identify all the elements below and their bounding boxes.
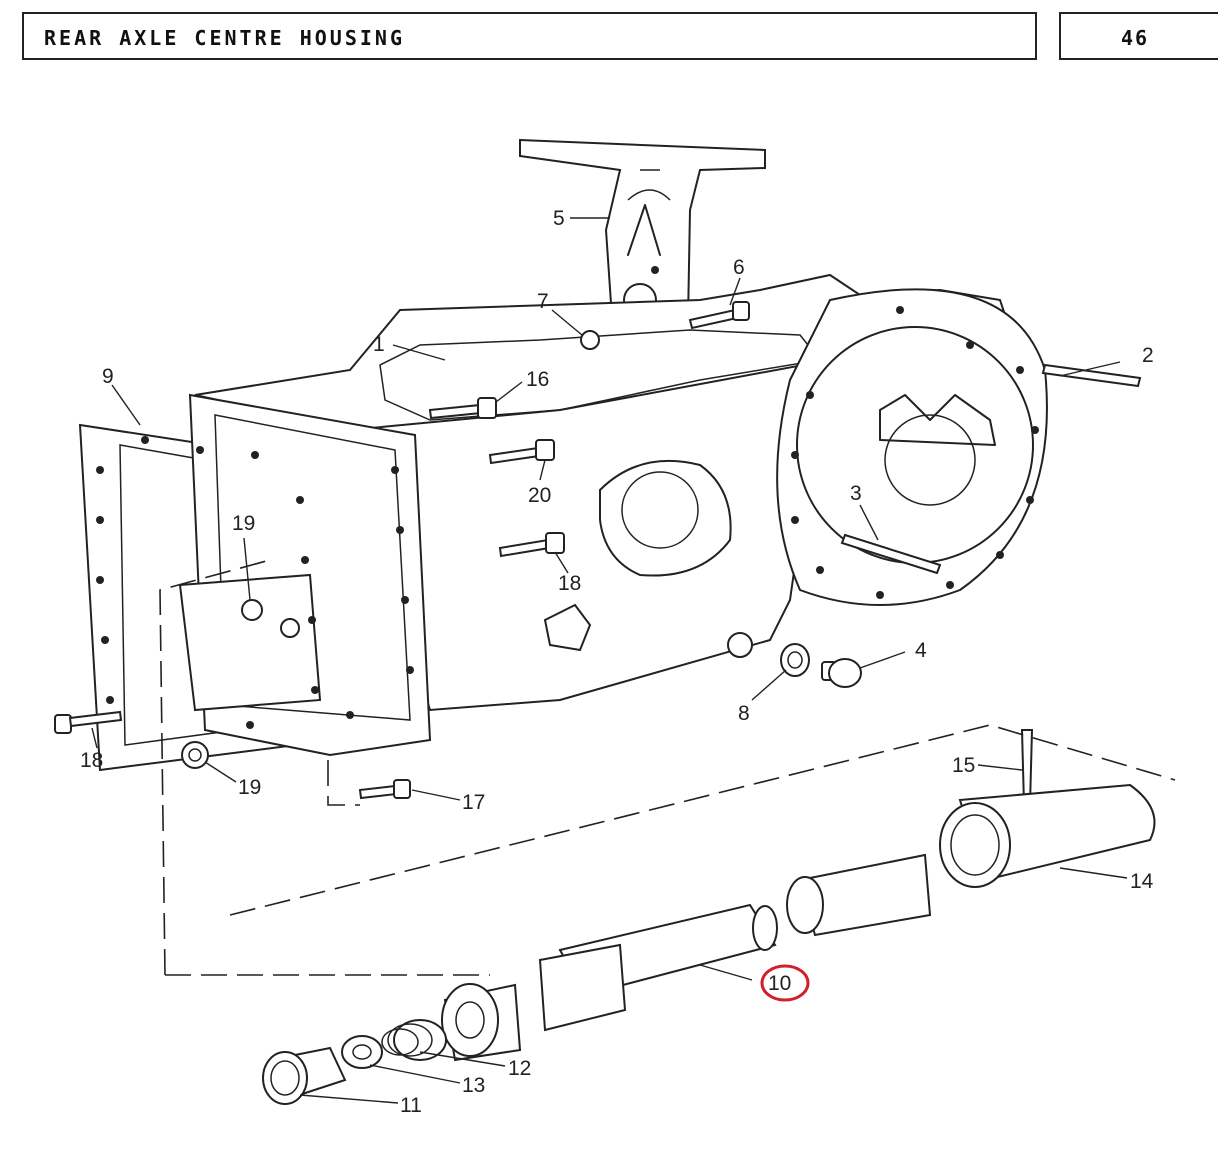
callout-labels: 1 2 3 4 5 6 7 8 9 10 11 12 13 14 15 16 1… [80,207,1154,1117]
page-number: 46 [1121,26,1150,50]
callout-16[interactable]: 16 [526,368,549,391]
part-bolt-16[interactable] [428,397,497,420]
part-stud-2[interactable] [1041,363,1142,388]
part-nut-19-lower[interactable] [181,741,209,769]
callout-8[interactable]: 8 [738,702,750,725]
part-bolt-20[interactable] [488,439,555,465]
part-housing[interactable] [194,273,1048,712]
part-gear-shaft-upper[interactable] [786,853,932,937]
callout-18-right[interactable]: 18 [558,572,581,595]
part-stud-3[interactable] [840,533,942,575]
part-spring-12[interactable] [381,1019,447,1061]
callout-2[interactable]: 2 [1142,344,1154,367]
callout-4[interactable]: 4 [915,639,927,662]
assembly-dashed-lines [159,559,1176,976]
callout-12[interactable]: 12 [508,1057,531,1080]
gasket-holes [96,306,1039,729]
callout-3[interactable]: 3 [850,482,862,505]
part-bolt-6[interactable] [688,301,750,330]
part-inner-plate[interactable] [178,573,322,712]
callout-5[interactable]: 5 [553,207,565,230]
part-bolt-17[interactable] [358,779,411,800]
page-title: REAR AXLE CENTRE HOUSING [44,26,405,50]
callout-6[interactable]: 6 [733,256,745,279]
callout-18-left[interactable]: 18 [80,749,103,772]
callout-7[interactable]: 7 [537,290,549,313]
callout-19-upper[interactable]: 19 [232,512,255,535]
callout-20[interactable]: 20 [528,484,551,507]
part-bearing-11[interactable] [262,1046,347,1105]
part-plug-4[interactable] [821,658,862,688]
part-bolt-18-left[interactable] [54,710,123,734]
part-bolt-18-right[interactable] [498,532,565,558]
page-number-box: 46 [1059,12,1218,60]
callout-14[interactable]: 14 [1130,870,1154,893]
callout-17[interactable]: 17 [462,791,485,814]
callout-15[interactable]: 15 [952,754,975,777]
title-box: REAR AXLE CENTRE HOUSING [22,12,1037,60]
callout-1[interactable]: 1 [373,333,385,356]
callout-10[interactable]: 10 [768,972,791,995]
callout-9[interactable]: 9 [102,365,114,388]
part-main-shaft-10[interactable] [441,903,778,1062]
callout-13[interactable]: 13 [462,1074,485,1097]
part-nut-7[interactable] [580,330,600,350]
leader-lines [91,217,1128,1104]
part-coupling-14[interactable] [939,783,1156,888]
callout-19-lower[interactable]: 19 [238,776,261,799]
highlight-circle [760,964,810,1002]
callout-11[interactable]: 11 [400,1094,422,1117]
part-cap-13[interactable] [341,1035,383,1069]
part-seal-8[interactable] [780,643,810,677]
